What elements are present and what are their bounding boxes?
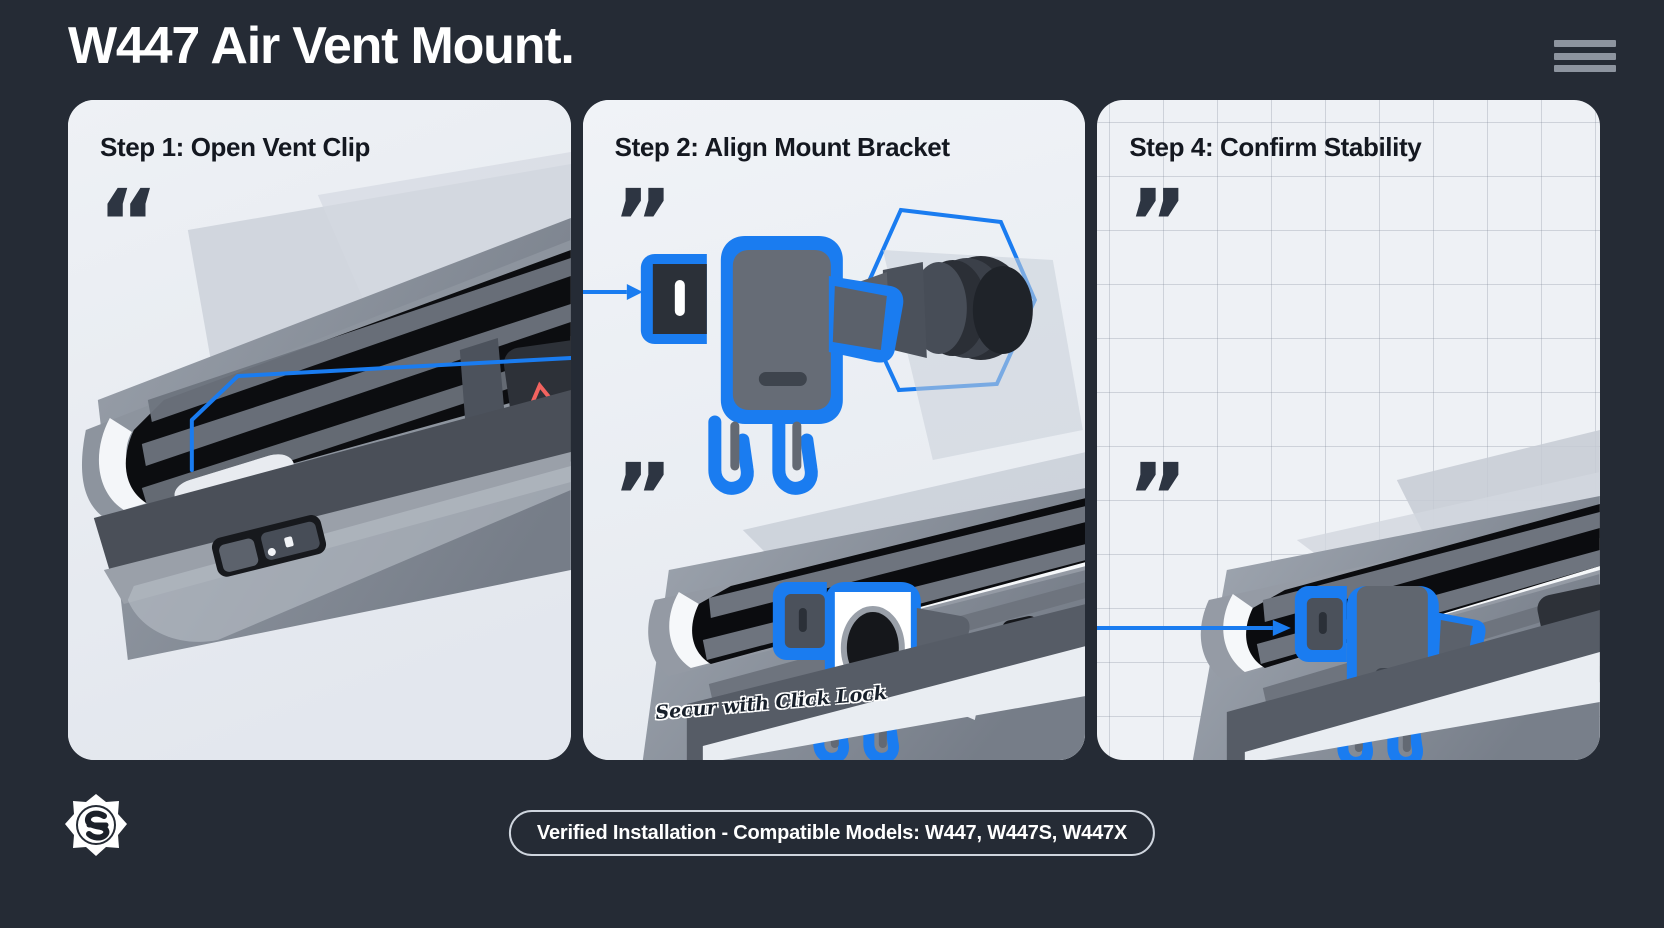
step-card-2[interactable]: Step 2: Align Mount Bracket ” ” Secur wi…: [582, 100, 1086, 760]
left-arm: [640, 254, 707, 344]
confirm-stability-illustration: [1097, 100, 1601, 760]
quote-icon-secondary: ”: [1127, 444, 1188, 551]
step-card-3[interactable]: Step 4: Confirm Stability ” ”: [1097, 100, 1601, 760]
quote-icon: ”: [1127, 170, 1188, 277]
card-title: Step 2: Align Mount Bracket: [614, 132, 950, 162]
align-arrow: [582, 284, 643, 300]
mount-bracket-illustration: [582, 100, 1086, 760]
vent-clip-illustration: [68, 100, 571, 760]
confirm-arrow: [1097, 620, 1292, 636]
menu-bar-1: [1554, 40, 1616, 47]
page-header: W447 Air Vent Mount.: [0, 0, 1664, 96]
hamburger-menu-icon[interactable]: [1554, 36, 1616, 76]
card-title: Step 4: Confirm Stability: [1129, 132, 1422, 162]
ball-joint: [858, 256, 1033, 360]
status-badge: Verified Installation - Compatible Model…: [508, 810, 1156, 856]
step-card-1[interactable]: Step 1: Open Vent Clip “: [68, 100, 571, 760]
right-arm: [828, 276, 904, 363]
bottom-grips: [708, 415, 818, 495]
page-title: W447 Air Vent Mount.: [68, 17, 575, 75]
s-badge-logo[interactable]: [62, 792, 130, 860]
quote-icon: ”: [612, 170, 674, 277]
menu-bar-2: [1554, 52, 1616, 60]
callout-line: [189, 356, 571, 472]
quote-icon-secondary: ”: [612, 444, 674, 551]
quote-icon: “: [98, 170, 159, 277]
page-footer: Verified Installation - Compatible Model…: [0, 770, 1664, 928]
card-title: Step 1: Open Vent Clip: [100, 132, 371, 162]
step-cards-row: Step 1: Open Vent Clip “: [68, 100, 1601, 760]
phone-cradle: [720, 236, 843, 424]
menu-bar-3: [1554, 65, 1616, 72]
